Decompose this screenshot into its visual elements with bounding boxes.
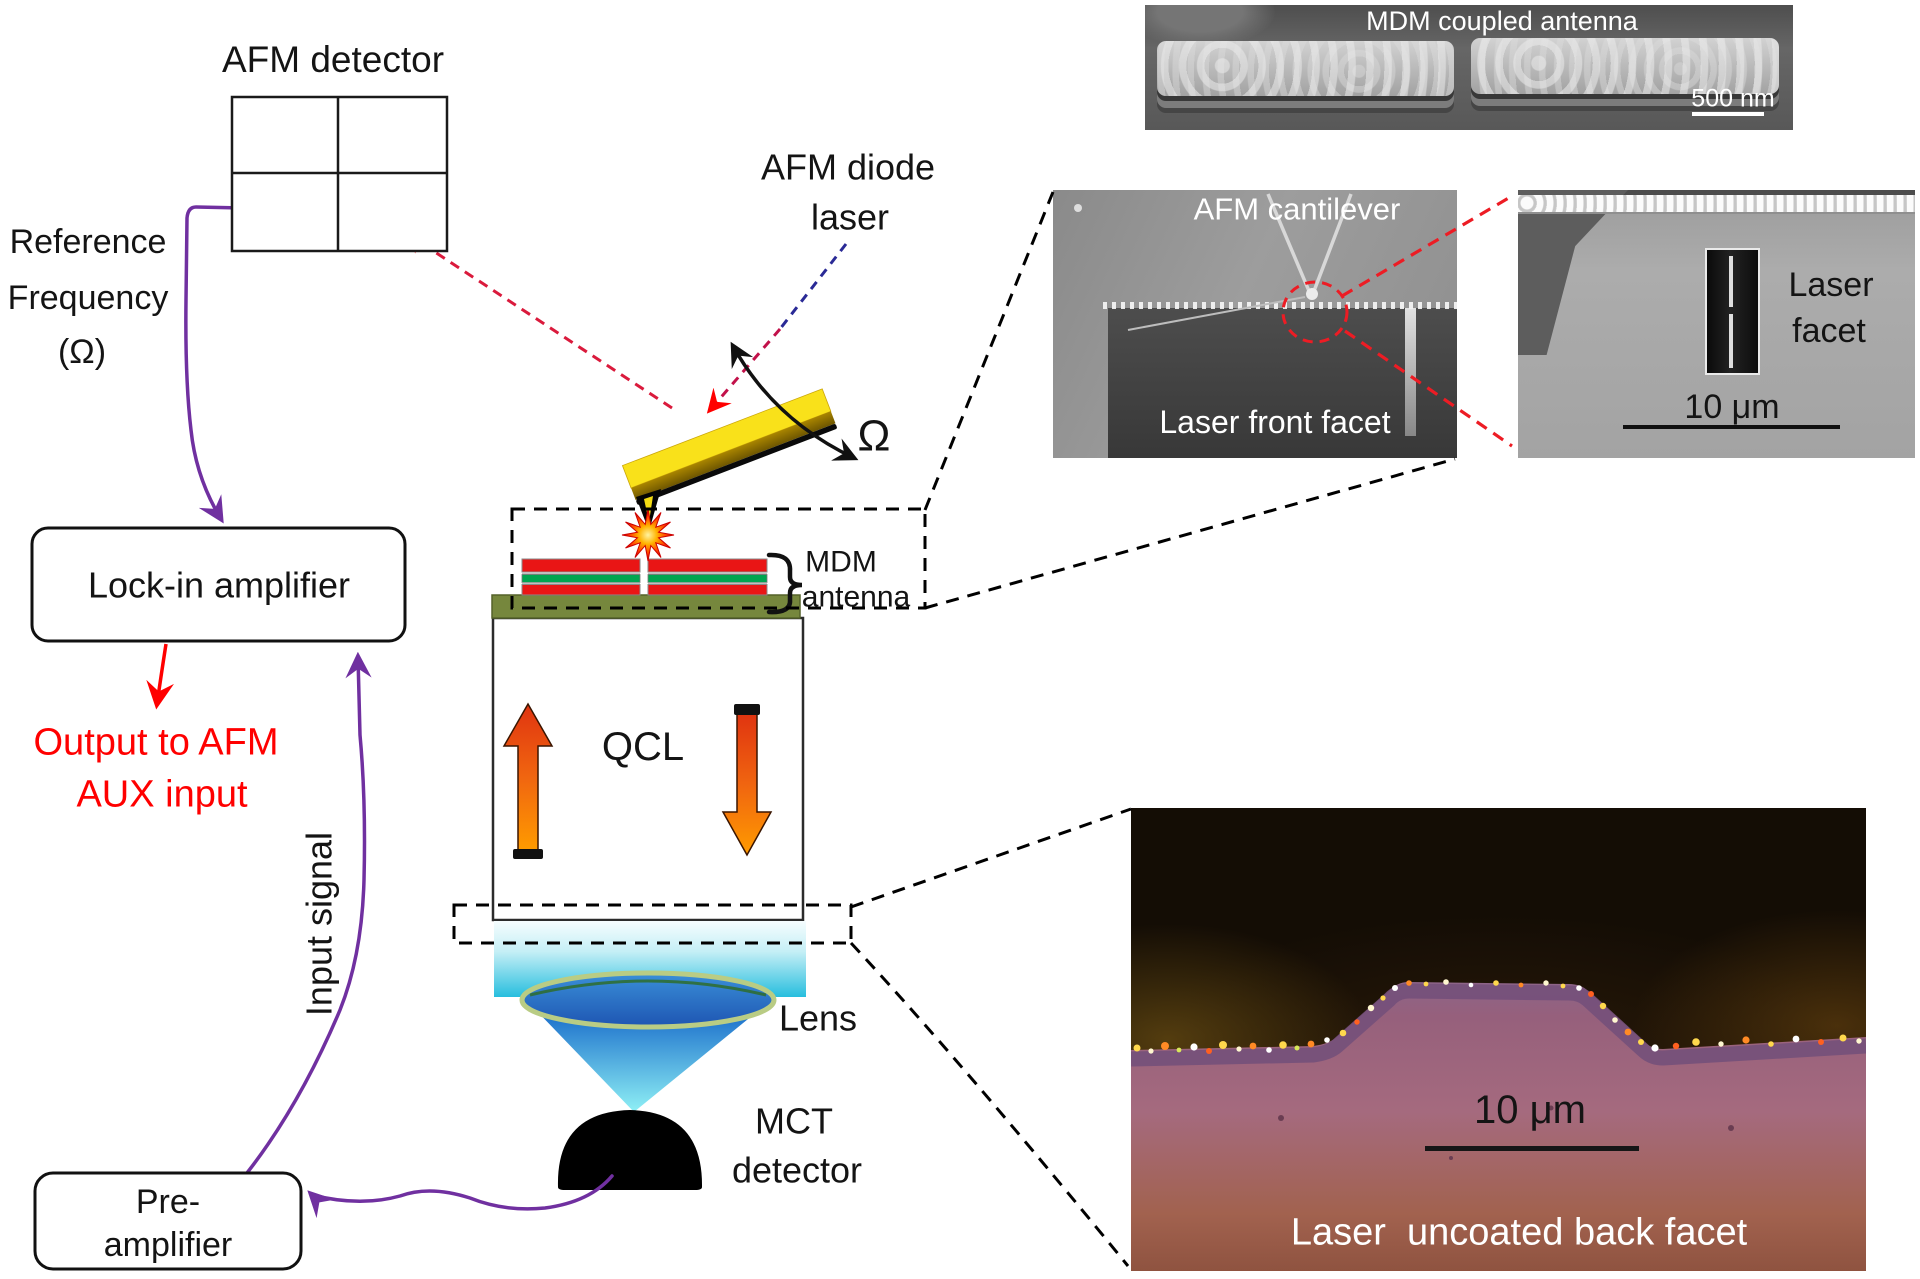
sem-dark-corner xyxy=(1518,190,1628,355)
afm-diode-laser-label-line1: AFM diode xyxy=(760,146,936,188)
sem-right-scale-text: 10 μm xyxy=(1684,387,1780,426)
qcl-label: QCL xyxy=(601,725,685,769)
lens-zoom-box xyxy=(452,903,853,945)
sem-top-scale-text: 500 nm xyxy=(1691,84,1775,113)
rotation-arc xyxy=(730,341,859,461)
antenna-in-hole-bottom xyxy=(1729,314,1733,368)
qcl-up-arrow xyxy=(502,702,554,851)
reference-frequency-line3: (Ω) xyxy=(57,332,107,371)
aux-output-label-line2: AUX input xyxy=(76,773,248,816)
mdm-antenna-label-line2: antenna xyxy=(801,580,911,614)
sem-top-title: MDM coupled antenna xyxy=(1366,6,1638,37)
afm-diode-laser-label-line2: laser xyxy=(810,196,890,238)
afm-cantilever xyxy=(621,388,837,531)
omega-label: Ω xyxy=(857,411,891,461)
photo-bottom-label: Laser uncoated back facet xyxy=(1290,1211,1748,1254)
reflected-beam xyxy=(401,230,673,410)
sem-right-scale-bar xyxy=(1623,425,1840,429)
lens-label: Lens xyxy=(778,997,858,1039)
substrate-bar xyxy=(491,594,801,619)
mdm-antenna-stacks xyxy=(521,552,803,615)
facet-mesa-artwork xyxy=(1131,979,1866,1271)
incident-beam-upper xyxy=(778,243,848,330)
reference-wire xyxy=(184,205,245,524)
sem-left-top-label: AFM cantilever xyxy=(1193,191,1401,227)
photo-bottom-scale-bar xyxy=(1425,1146,1639,1151)
mct-detector-label-line1: MCT xyxy=(755,1100,833,1142)
qcl-down-arrow xyxy=(721,713,773,857)
input-signal-label: Input signal xyxy=(298,831,340,1017)
reference-frequency-line2: Frequency xyxy=(7,278,169,317)
sem-left-bottom-label: Laser front facet xyxy=(1159,404,1391,440)
mdm-antenna-label-line1: MDM xyxy=(805,545,877,579)
mct-dome xyxy=(557,1110,703,1190)
contact-flash-icon xyxy=(621,508,675,562)
brace-icon xyxy=(766,552,803,615)
sem-image-laser-facet xyxy=(1518,190,1915,458)
antenna-arm-right xyxy=(1471,38,1779,94)
sem-top-scale-bar xyxy=(1692,112,1764,116)
mct-output-wire xyxy=(307,1174,614,1219)
sem-texture-strip xyxy=(1518,190,1915,196)
sem-right-label-line1: Laser xyxy=(1788,265,1874,304)
aux-output-label-line1: Output to AFM xyxy=(33,721,279,764)
antenna-arm-left xyxy=(1157,41,1454,96)
signal-wires xyxy=(184,205,614,1219)
sem-right-label-line2: facet xyxy=(1792,311,1866,350)
incident-beam-lower xyxy=(706,328,782,414)
photo-bottom-scale-text: 10 μm xyxy=(1474,1088,1586,1132)
sparkle-line xyxy=(1133,979,1862,1054)
laser-chip-top-edge xyxy=(1103,302,1457,309)
aux-output-arrow xyxy=(146,643,175,710)
lens-shape xyxy=(519,970,777,1030)
afm-detector-box xyxy=(230,95,449,253)
facet-cleaved-edge xyxy=(1518,195,1915,214)
sem-image-mdm-coupled-antenna xyxy=(1145,5,1793,130)
pre-amplifier-label-line2: amplifier xyxy=(103,1225,233,1264)
antenna-in-hole-top xyxy=(1729,256,1733,307)
optical-image-back-facet xyxy=(1131,808,1866,1271)
reference-frequency-line1: Reference xyxy=(9,222,167,261)
afm-tip xyxy=(636,489,661,531)
pre-amplifier-label-line1: Pre- xyxy=(135,1182,201,1221)
mct-detector-label-line2: detector xyxy=(731,1149,863,1191)
afm-detector-label: AFM detector xyxy=(221,38,445,80)
lock-in-label: Lock-in amplifier xyxy=(87,564,351,606)
